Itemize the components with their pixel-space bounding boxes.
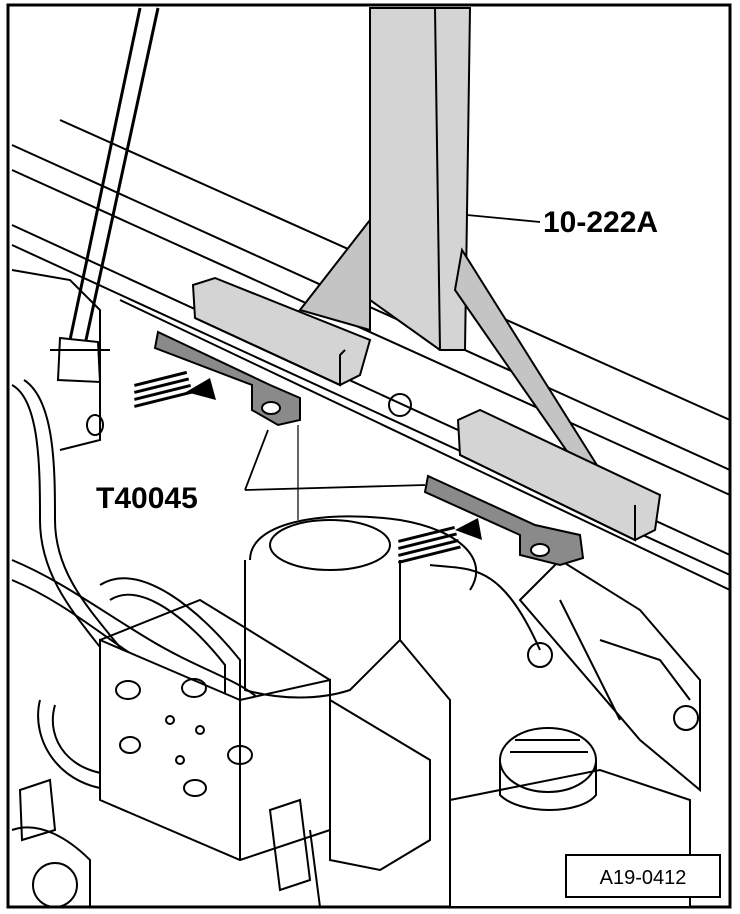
arrow-stripe xyxy=(398,539,459,557)
arrow-head xyxy=(455,518,482,540)
figure-reference: A19-0412 xyxy=(600,867,687,889)
support-gusset xyxy=(298,217,371,332)
engine-bay-linework xyxy=(11,7,731,908)
arrow-stripe xyxy=(134,383,192,401)
support-foot xyxy=(459,454,636,542)
arrow-head xyxy=(186,378,216,400)
insert-arrow-left xyxy=(134,370,216,408)
abs-port xyxy=(227,745,253,765)
abs-hydraulic-unit xyxy=(99,598,331,681)
abs-port xyxy=(115,680,141,700)
cable xyxy=(429,564,541,651)
leader-line-T40045 xyxy=(244,429,269,491)
adapter-plate-left xyxy=(153,330,301,427)
callout-10-222A: 10-222A xyxy=(543,206,658,239)
reservoir-cap xyxy=(269,519,391,571)
abs-port xyxy=(181,678,207,698)
abs-bore xyxy=(165,715,175,725)
panel-hole xyxy=(86,414,104,436)
rail-bolt xyxy=(388,393,412,417)
adapter-hole xyxy=(530,543,550,557)
support-column xyxy=(369,7,472,351)
brake-line xyxy=(11,559,261,701)
arrow-stripe xyxy=(397,545,461,564)
support-tool-10-222A xyxy=(191,7,662,542)
support-column-edge xyxy=(434,7,441,351)
abs-motor xyxy=(32,862,78,908)
rail-line xyxy=(119,299,731,591)
adapter-plate-right xyxy=(423,474,585,567)
insert-arrow-right xyxy=(397,518,482,564)
adapter-T40045 xyxy=(153,330,585,567)
bracket xyxy=(309,829,321,908)
bolt-head xyxy=(527,642,553,668)
abs-bore xyxy=(175,755,185,765)
abs-bore xyxy=(195,725,205,735)
arrow-stripe xyxy=(134,390,193,408)
abs-port xyxy=(183,779,207,797)
fluid-reservoir xyxy=(244,560,401,699)
brake-line xyxy=(99,577,241,740)
bolt-head xyxy=(673,705,699,731)
bracket xyxy=(329,698,431,872)
arrow-stripe xyxy=(134,377,190,394)
support-foot xyxy=(194,317,346,387)
arrow-stripe xyxy=(134,370,188,387)
callout-T40045: T40045 xyxy=(96,482,198,515)
rail-line xyxy=(11,169,731,496)
figure-reference-box: A19-0412 xyxy=(565,854,721,898)
fluid-reservoir xyxy=(399,639,451,840)
coolant-cap xyxy=(499,760,597,811)
adapter-hole xyxy=(261,401,281,415)
brake-line xyxy=(23,379,123,651)
reference-frame xyxy=(565,854,721,898)
brake-line xyxy=(11,384,111,661)
mounting-bracket xyxy=(559,599,621,721)
body-panel xyxy=(11,269,101,451)
leader-line-T40045 xyxy=(244,484,426,491)
strut-rod xyxy=(84,7,160,341)
arrow-stripe xyxy=(398,532,457,550)
arrow-stripe xyxy=(398,525,456,543)
bracket-handle xyxy=(268,798,312,892)
abs-port xyxy=(119,736,141,754)
strut-end-fitting xyxy=(56,336,102,384)
connector xyxy=(18,778,57,842)
mounting-bracket xyxy=(599,639,691,701)
strut-rod xyxy=(68,7,142,341)
leader-line-10-222A xyxy=(466,214,541,223)
